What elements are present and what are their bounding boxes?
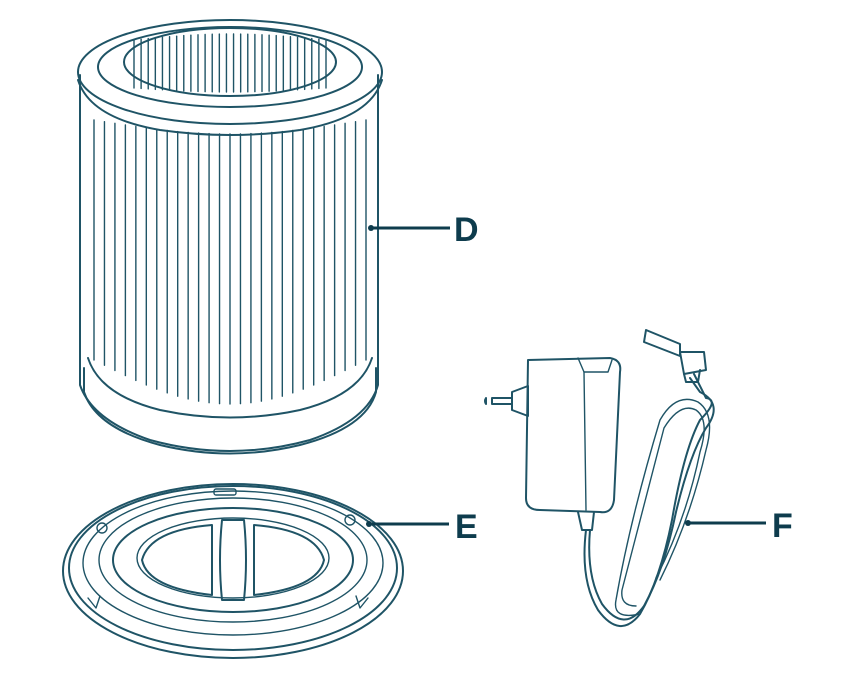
power-adapter-icon: [484, 329, 715, 627]
part-label-e: E: [455, 508, 478, 546]
leader-dot-d: [368, 225, 374, 231]
part-label-f: F: [772, 507, 793, 545]
part-label-d: D: [454, 211, 479, 249]
leader-dot-e: [366, 521, 372, 527]
filter-base-tray-icon: [62, 483, 404, 659]
cylindrical-filter-icon: [77, 19, 383, 455]
leader-dot-f: [685, 520, 691, 526]
